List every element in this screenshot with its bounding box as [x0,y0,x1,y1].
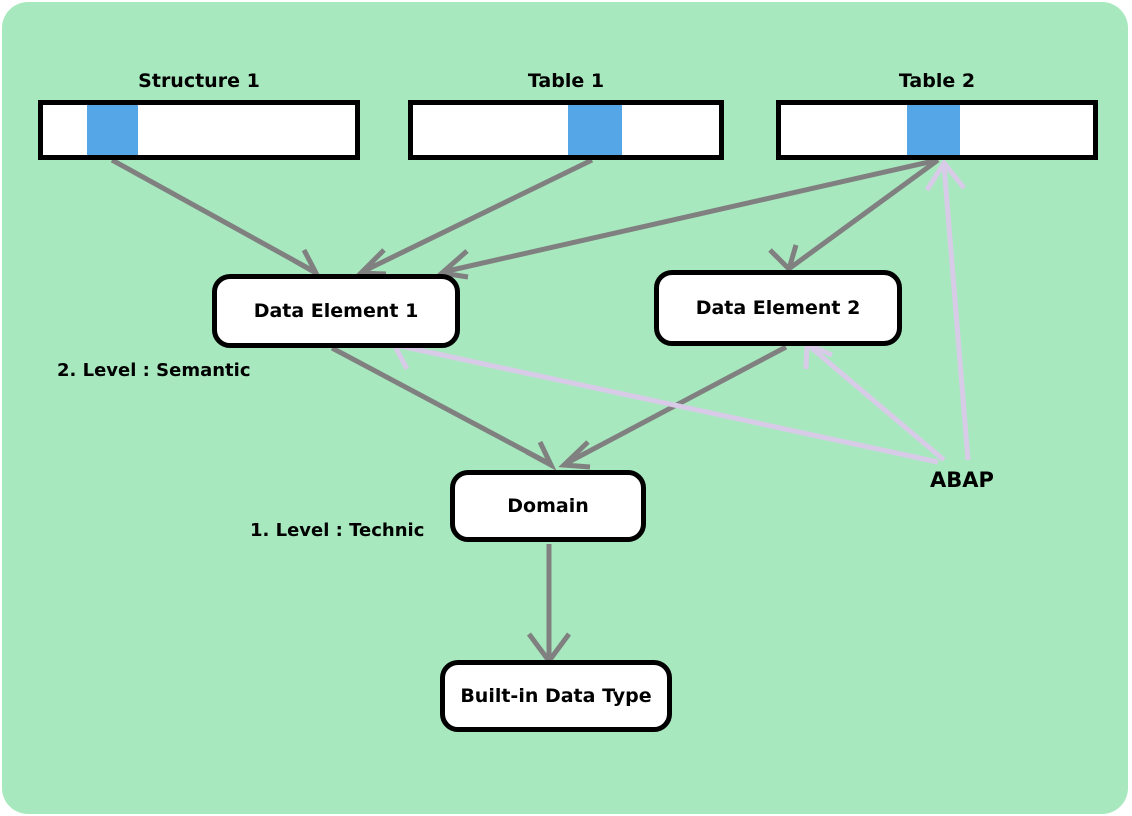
domain-node[interactable]: Domain [450,470,646,542]
structure-1-record[interactable] [38,100,360,160]
built-in-data-type-label: Built-in Data Type [460,685,652,707]
table1-title: Table 1 [527,70,605,92]
table2-cell-0 [781,105,907,155]
data-element-2-label: Data Element 2 [695,297,861,319]
abap-note: ABAP [930,468,994,492]
level-2-semantic-note: 2. Level : Semantic [57,360,251,381]
table2-cell-1-highlighted[interactable] [906,105,961,155]
table1-cell-2 [622,105,719,155]
table-2-record[interactable] [776,100,1098,160]
built-in-data-type-node[interactable]: Built-in Data Type [440,660,672,732]
domain-label: Domain [507,495,589,517]
data-element-1-node[interactable]: Data Element 1 [212,274,460,348]
table-1-record[interactable] [408,100,724,160]
table1-cell-1-highlighted[interactable] [567,105,623,155]
table2-cell-2 [960,105,1094,155]
structure1-cell-0 [43,105,87,155]
structure1-cell-2 [137,105,356,155]
structure1-cell-1-highlighted[interactable] [86,105,138,155]
data-element-2-node[interactable]: Data Element 2 [654,270,902,346]
level-1-technic-note: 1. Level : Technic [250,520,425,541]
data-element-1-label: Data Element 1 [253,300,419,322]
structure1-title: Structure 1 [138,70,260,92]
table2-title: Table 2 [898,70,976,92]
table1-cell-0 [413,105,568,155]
